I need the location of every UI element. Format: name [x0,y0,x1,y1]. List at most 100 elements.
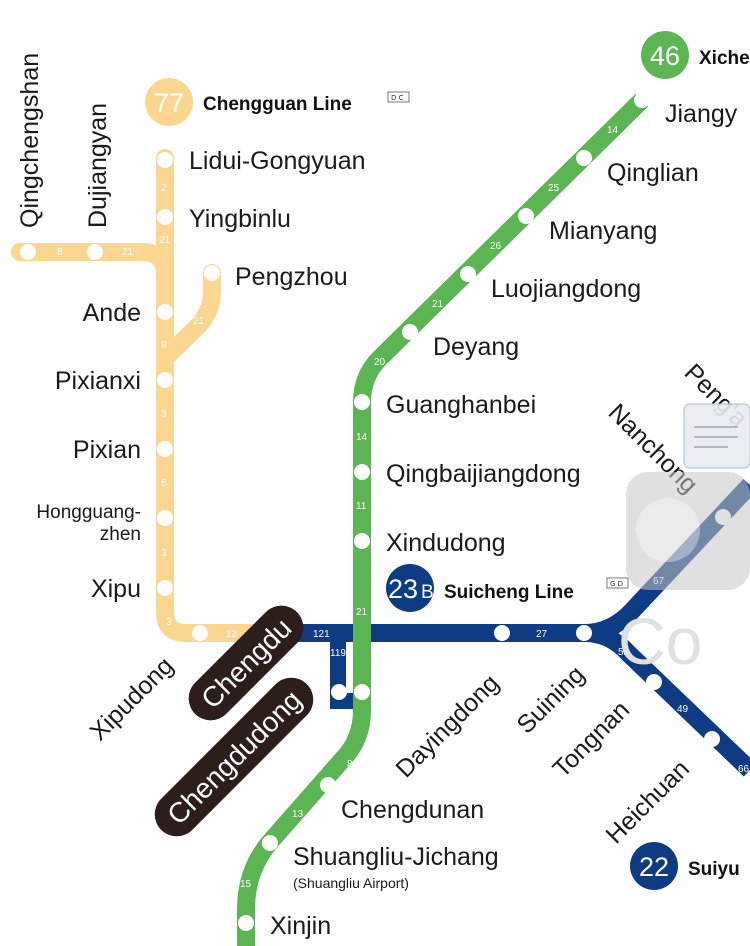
time-label: 21 [122,247,134,258]
watermark-text: Co [618,604,702,678]
station-label[interactable]: Dayingdong [390,669,504,783]
notification-overlay[interactable]: Co [618,403,750,678]
station-stop[interactable] [157,152,173,168]
xicheng-times: 14 25 26 21 20 14 11 21 8 13 15 [240,125,619,890]
station-label[interactable]: zhen [100,524,141,545]
hub-pill [154,677,314,837]
station-stop[interactable] [157,304,173,320]
station-stop[interactable] [320,777,336,793]
time-label: 66 [738,764,750,775]
service-icon [387,91,410,103]
station-stop[interactable] [704,731,720,747]
time-label: 21 [432,299,444,310]
station-stop[interactable] [204,265,220,281]
time-label: 8 [347,759,353,770]
suicheng-badge[interactable]: 23 B Suicheng Line G D [386,564,629,612]
station-sublabel: (Shuangliu Airport) [293,875,409,891]
time-label: 49 [677,704,689,715]
station-stop[interactable] [331,684,347,700]
station-stop[interactable] [354,394,370,410]
station-stop[interactable] [262,835,278,851]
station-stop[interactable] [87,244,103,260]
station-label[interactable]: Shuangliu-Jichang [293,843,499,871]
station-stop[interactable] [238,915,254,931]
station-stop[interactable] [157,510,173,526]
station-label[interactable]: Hongguang- [36,502,141,523]
station-label[interactable]: Chengdunan [341,796,484,824]
time-label: 21 [356,607,368,618]
station-stop[interactable] [634,92,650,108]
time-label: 25 [548,183,560,194]
station-label[interactable]: Xipu [91,575,141,603]
station-stop[interactable] [460,266,476,282]
time-label: 9 [161,340,167,351]
station-label[interactable]: Deyang [433,333,519,361]
station-stop[interactable] [157,209,173,225]
chengguan-badge[interactable]: 77 Chengguan Line D C [145,78,410,126]
line-name: Suicheng Line [444,582,574,603]
station-label[interactable]: Dujiangyan [84,103,112,228]
station-label[interactable]: Xindudong [386,529,506,557]
station-stop[interactable] [646,674,662,690]
station-stop[interactable] [157,372,173,388]
station-label[interactable]: Ande [83,299,141,327]
chengguan-times: 2 21 8 21 21 9 3 6 3 3 12 [57,183,238,640]
station-stop[interactable] [576,150,592,166]
hub-label: Chengdudong [161,684,307,830]
line-name: Chengguan Line [203,94,352,115]
time-label: 119 [330,648,346,659]
station-label[interactable]: Lidui-Gongyuan [189,147,366,175]
station-stop[interactable] [518,208,534,224]
station-label[interactable]: Pixianxi [55,367,141,395]
time-label: 11 [356,501,367,512]
line-suffix: B [421,582,434,603]
suiyu-badge[interactable]: 22 Suiyu [630,842,740,890]
time-label: 26 [490,241,502,252]
station-label[interactable]: Qingchengshan [16,53,44,228]
station-label[interactable]: Guanghanbei [386,391,536,419]
station-stop[interactable] [192,625,208,641]
station-label[interactable]: Yingbinlu [189,205,291,233]
service-label: G D [610,580,623,588]
station-label[interactable]: Xinjin [270,912,331,940]
chengguan-track-main [156,149,284,642]
line-name: Suiyu [688,859,740,880]
station-stop[interactable] [354,533,370,549]
notification-card-icon [683,403,750,469]
time-label: 13 [292,809,304,820]
station-label[interactable]: Jiangy [665,100,738,128]
service-label: D C [391,94,404,102]
station-stop[interactable] [157,441,173,457]
station-stop[interactable] [576,625,592,641]
station-label[interactable]: Pengzhou [235,263,348,291]
time-label: 15 [240,879,252,890]
time-label: 14 [607,125,619,136]
station-stop[interactable] [354,684,370,700]
time-label: 6 [161,478,167,489]
station-label[interactable]: Xipudong [84,652,179,747]
time-label: 3 [166,617,172,628]
xicheng-badge[interactable]: 46 Xiche [641,31,750,79]
chengguan-stops [20,152,220,641]
service-icon [606,577,629,589]
hub-pill [188,605,304,721]
chengguan-line [11,149,284,642]
station-label[interactable]: Luojiangdong [491,275,641,303]
station-label[interactable]: Suining [511,660,590,739]
station-label[interactable]: Mianyang [549,217,657,245]
station-stop[interactable] [354,464,370,480]
xicheng-line [237,93,649,946]
station-stop[interactable] [494,625,510,641]
time-label: 14 [356,432,368,443]
station-label[interactable]: Pixian [73,436,141,464]
suicheng-track-branch [330,624,360,709]
station-stop[interactable] [157,580,173,596]
station-stop[interactable] [402,324,418,340]
station-label[interactable]: Heichuan [600,755,694,849]
station-label[interactable]: Qinglian [607,159,699,187]
time-label: 12 [226,629,238,640]
station-label[interactable]: Qingbaijiangdong [386,460,581,488]
time-label: 21 [193,316,205,327]
station-stop[interactable] [20,244,36,260]
